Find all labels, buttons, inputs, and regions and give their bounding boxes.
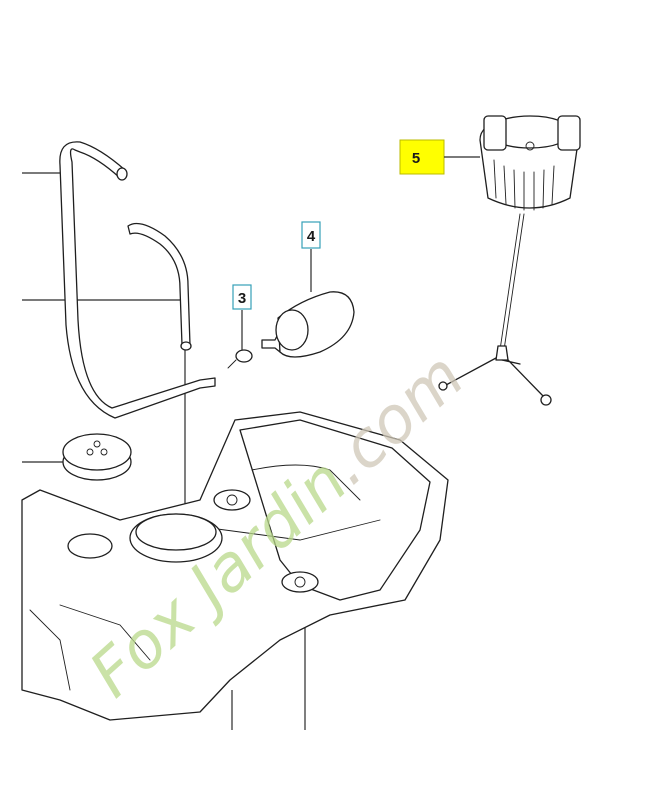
fuel-filter	[261, 291, 355, 358]
callout-3[interactable]: 3	[232, 284, 252, 350]
callout-4-box	[301, 221, 321, 249]
vent-hose	[127, 222, 192, 351]
callout-4-label: 4	[307, 228, 316, 245]
clamp	[227, 349, 253, 369]
callout-5-label: 5	[412, 150, 420, 167]
callout-3-box	[232, 284, 252, 310]
callout-5-highlight	[399, 139, 445, 175]
fuel-hose	[59, 141, 216, 419]
callout-5[interactable]: 5	[399, 139, 480, 175]
fuel-tank	[21, 411, 449, 721]
callout-4[interactable]: 4	[301, 221, 321, 292]
fuel-cap	[438, 115, 581, 406]
grommet	[62, 433, 132, 481]
callout-3-label: 3	[238, 290, 246, 307]
